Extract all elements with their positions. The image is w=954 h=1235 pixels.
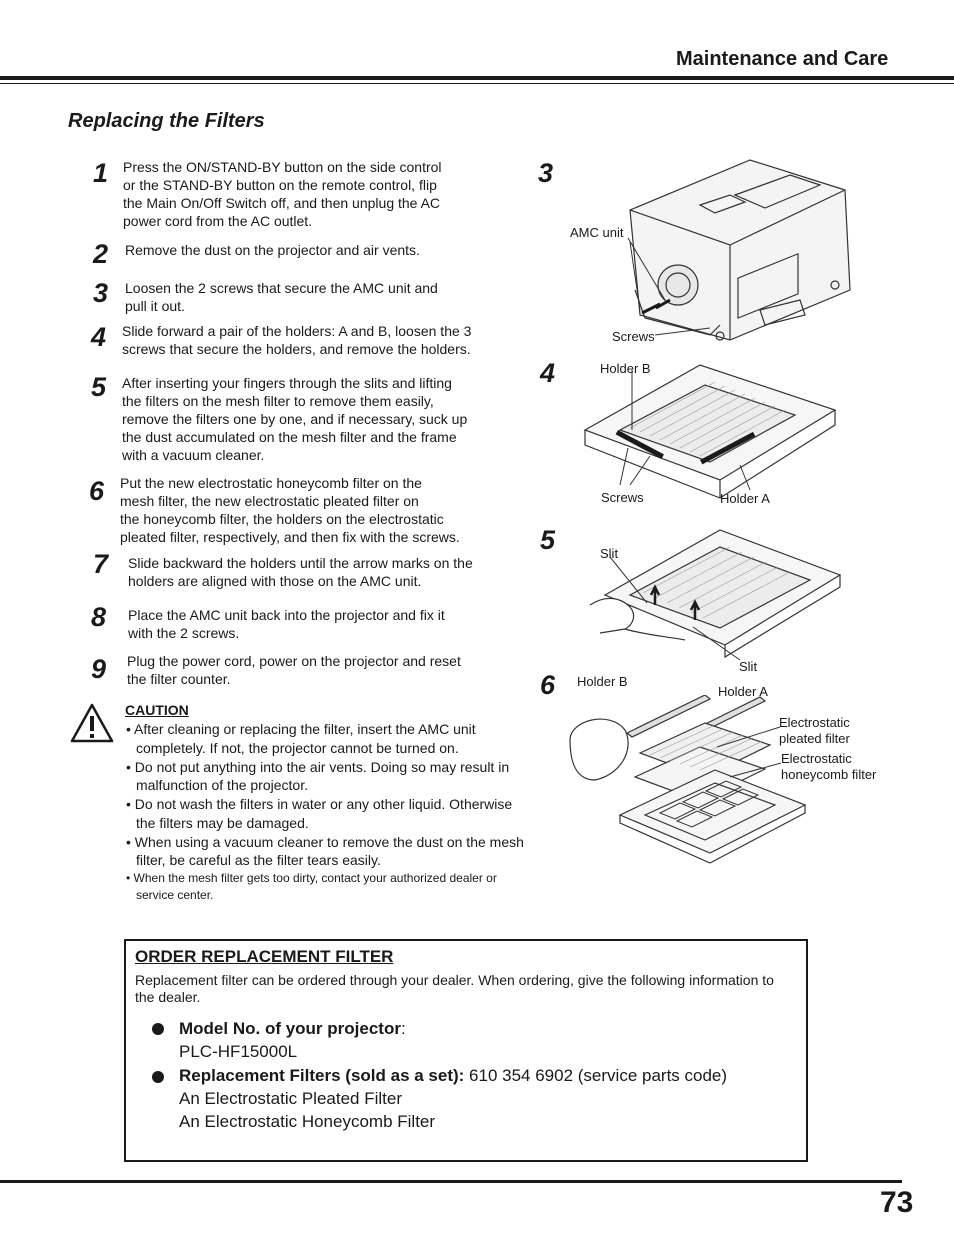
step-4-number: 4: [91, 322, 107, 352]
order-title: ORDER REPLACEMENT FILTER: [135, 947, 394, 966]
filters-label: Replacement Filters (sold as a set):: [179, 1066, 465, 1085]
step-5-line: After inserting your fingers through the…: [122, 375, 452, 391]
holders-illustration: [583, 364, 837, 499]
label-holder-b-fig4: Holder B: [600, 361, 651, 376]
label-holder-a-fig4: Holder A: [720, 491, 770, 506]
step-6-text: Put the new electrostatic honeycomb filt…: [120, 474, 460, 546]
step-6-line: the honeycomb filter, the holders on the…: [120, 511, 444, 527]
model-line: Model No. of your projector:: [179, 1017, 406, 1040]
caution-item: • After cleaning or replacing the filter…: [126, 721, 476, 756]
step-5-line: remove the filters one by one, and if ne…: [122, 411, 468, 427]
page-title: Replacing the Filters: [68, 110, 265, 132]
filter-stack-illustration: [569, 695, 807, 864]
bullet-icon: [152, 1071, 164, 1083]
caution-title: CAUTION: [125, 702, 189, 718]
bullet-icon: [152, 1023, 164, 1035]
footer-rule: [0, 1180, 902, 1183]
step-9-number: 9: [91, 654, 107, 684]
label-pleated-filter-line: Electrostatic: [779, 715, 850, 730]
page-number: 73: [880, 1186, 914, 1219]
step-6-number: 6: [89, 476, 105, 506]
step-9-text: Plug the power cord, power on the projec…: [127, 652, 461, 688]
step-1-line: the Main On/Off Switch off, and then unp…: [123, 195, 441, 211]
label-slit-top: Slit: [600, 546, 619, 561]
label-screws-fig4: Screws: [601, 490, 644, 505]
step-7-number: 7: [93, 549, 109, 579]
step-1-text: Press the ON/STAND-BY button on the side…: [123, 158, 442, 230]
step-6-line: Put the new electrostatic honeycomb filt…: [120, 475, 422, 491]
header-rule: [0, 76, 954, 80]
step-4-text: Slide forward a pair of the holders: A a…: [122, 322, 471, 358]
order-box: [124, 939, 808, 1162]
figure-3-number: 3: [538, 158, 554, 188]
step-3-number: 3: [93, 278, 109, 308]
model-value: PLC-HF15000L: [179, 1042, 298, 1061]
step-4-line: screws that secure the holders, and remo…: [122, 341, 471, 357]
step-8-number: 8: [91, 602, 107, 632]
projector-illustration: [627, 159, 851, 341]
label-screws-fig3: Screws: [612, 329, 655, 344]
header-rule-thin: [0, 83, 954, 84]
step-2-text: Remove the dust on the projector and air…: [125, 241, 420, 259]
step-2-number: 2: [93, 239, 109, 269]
step-5-line: the dust accumulated on the mesh filter …: [122, 429, 457, 445]
filter-item-honeycomb: An Electrostatic Honeycomb Filter: [179, 1112, 436, 1131]
section-title: Maintenance and Care: [676, 48, 889, 70]
figure-5-number: 5: [540, 525, 556, 555]
label-pleated-filter: Electrostatic pleated filter: [779, 715, 850, 747]
step-9-line: the filter counter.: [127, 671, 231, 687]
filters-code: 610 354 6902 (service parts code): [464, 1066, 728, 1085]
step-6-line: mesh filter, the new electrostatic pleat…: [120, 493, 419, 509]
caution-item: • Do not put anything into the air vents…: [126, 758, 510, 794]
figure-6-number: 6: [540, 670, 556, 700]
step-5-text: After inserting your fingers through the…: [122, 374, 467, 464]
step-5-line: the filters on the mesh filter to remove…: [122, 393, 434, 409]
step-8-line: with the 2 screws.: [128, 625, 240, 641]
step-3-line: pull it out.: [125, 298, 185, 314]
step-6-line: pleated filter, respectively, and then f…: [120, 529, 460, 545]
step-3-line: Loosen the 2 screws that secure the AMC …: [125, 280, 438, 296]
step-1-line: or the STAND-BY button on the remote con…: [123, 177, 437, 193]
label-honeycomb-filter-line: honeycomb filter: [781, 767, 877, 782]
step-1-line: power cord from the AC outlet.: [123, 213, 313, 229]
label-holder-a-fig6: Holder A: [718, 684, 768, 699]
label-honeycomb-filter-line: Electrostatic: [781, 751, 852, 766]
order-intro: Replacement filter can be ordered throug…: [135, 972, 774, 1005]
step-8-line: Place the AMC unit back into the project…: [128, 607, 445, 623]
label-honeycomb-filter: Electrostatic honeycomb filter: [781, 751, 876, 783]
label-holder-b-fig6: Holder B: [577, 674, 628, 689]
step-9-line: Plug the power cord, power on the projec…: [127, 653, 461, 669]
filter-slit-illustration: [589, 529, 842, 661]
step-7-line: holders are aligned with those on the AM…: [128, 573, 422, 589]
step-5-number: 5: [91, 372, 107, 402]
step-4-line: Slide forward a pair of the holders: A a…: [122, 323, 472, 339]
caution-item: • When using a vacuum cleaner to remove …: [126, 833, 524, 869]
step-1-line: Press the ON/STAND-BY button on the side…: [123, 159, 442, 175]
model-label: Model No. of your projector: [179, 1019, 401, 1038]
figure-4-number: 4: [540, 358, 556, 388]
step-3-text: Loosen the 2 screws that secure the AMC …: [125, 279, 438, 315]
step-1-number: 1: [93, 158, 109, 188]
step-2-line: Remove the dust on the projector and air…: [125, 242, 420, 258]
warning-triangle-icon: [70, 703, 114, 743]
model-colon: :: [400, 1019, 406, 1038]
label-pleated-filter-line: pleated filter: [779, 731, 850, 746]
caution-item: • When the mesh filter gets too dirty, c…: [126, 871, 497, 902]
filters-line: Replacement Filters (sold as a set): 610…: [179, 1064, 727, 1087]
step-7-text: Slide backward the holders until the arr…: [128, 554, 473, 590]
step-5-line: with a vacuum cleaner.: [122, 447, 265, 463]
caution-item: • Do not wash the filters in water or an…: [126, 796, 513, 831]
caution-list: • After cleaning or replacing the filter…: [126, 720, 526, 905]
label-slit-bottom: Slit: [739, 659, 758, 674]
label-amc-unit: AMC unit: [570, 225, 624, 240]
step-8-text: Place the AMC unit back into the project…: [128, 606, 445, 642]
step-7-line: Slide backward the holders until the arr…: [128, 555, 473, 571]
filter-item-pleated: An Electrostatic Pleated Filter: [179, 1089, 402, 1108]
